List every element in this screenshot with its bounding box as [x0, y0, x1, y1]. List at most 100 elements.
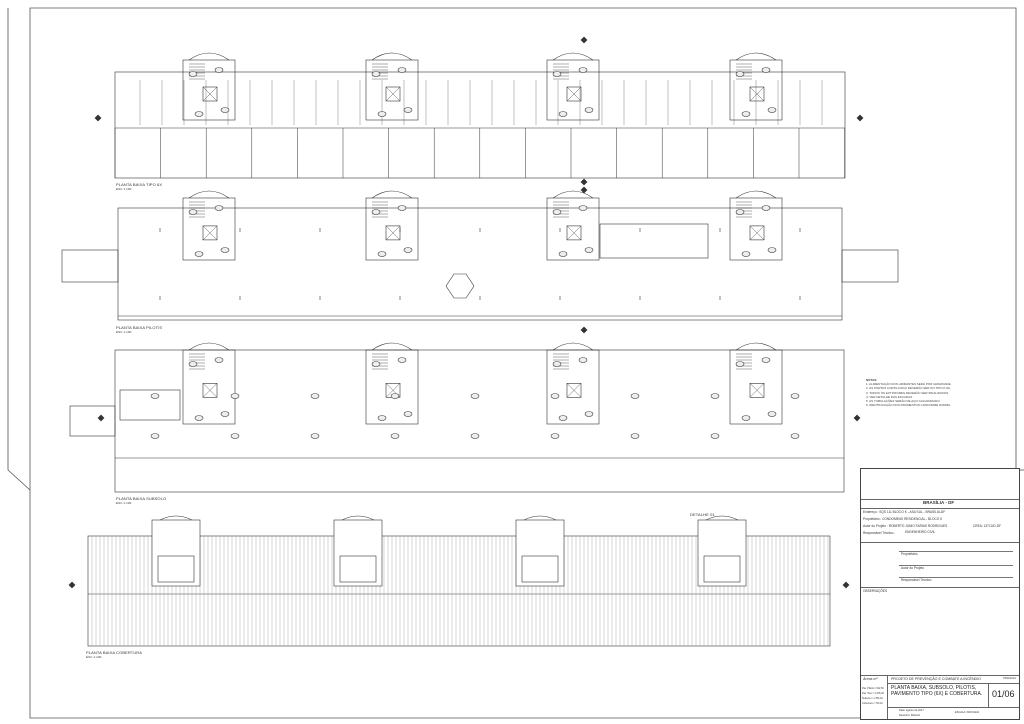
notes-item: 3. TODOS OS EXTINTORES DEVERÃO SER SINAL…	[866, 390, 950, 395]
tb-project-cell: PROJETO DE PREVENÇÃO E COMBATE A INCÊNDI…	[887, 675, 1019, 684]
extinguisher-symbol	[558, 415, 568, 421]
notes-item: 6. IDENTIFICAÇÃO DOS PAVIMENTOS CONFORME…	[866, 403, 952, 408]
sprinkler-symbol	[150, 393, 160, 399]
stair-core	[729, 197, 783, 261]
detalhe-label: DETALHE 01	[690, 512, 715, 517]
water-tank	[339, 555, 377, 583]
stair-curve	[159, 515, 193, 521]
tb-content-cell: PLANTA BAIXA, SUBSOLO, PILOTIS, PAVIMENT…	[887, 683, 989, 708]
stair-curve	[188, 52, 230, 61]
elevator-shaft	[566, 225, 582, 241]
extinguisher-symbol	[761, 205, 771, 211]
tb-area-row: Pav. Tipo = 4.315,40	[862, 692, 884, 695]
sprinkler-symbol	[230, 433, 240, 439]
stair-core	[365, 59, 419, 121]
tb-city-row: BRASÍLIA - DF	[861, 499, 1019, 509]
extinguisher-symbol	[220, 411, 230, 417]
extinguisher-symbol	[403, 247, 413, 253]
tb-content: PLANTA BAIXA, SUBSOLO, PILOTIS, PAVIMENT…	[891, 685, 983, 698]
plan-sublabel-tipo: ESC 1:100	[116, 187, 132, 191]
sprinkler-symbol	[790, 393, 800, 399]
roof-outline	[87, 535, 831, 647]
elevator-x	[385, 86, 401, 102]
sprinkler-symbol	[790, 433, 800, 439]
plan-subsolo	[69, 342, 861, 493]
extinguisher-symbol	[194, 251, 204, 257]
elevator-x	[385, 225, 401, 241]
extinguisher-symbol	[741, 111, 751, 117]
extinguisher-symbol	[397, 67, 407, 73]
tb-autor: Autor do Projeto : ROBERTO JUNIO FARIAS …	[863, 524, 948, 528]
access-ramp	[61, 249, 119, 283]
notes-item: 4. VER DETALHE DAS ESCADAS.	[866, 394, 913, 399]
extinguisher-symbol	[552, 209, 562, 215]
plan-pilotis	[61, 178, 899, 334]
extinguisher-symbol	[767, 107, 777, 113]
extinguisher-symbol	[397, 357, 407, 363]
extinguisher-symbol	[214, 67, 224, 73]
stair-core	[182, 349, 236, 425]
tb-sign-area: Proprietário Autor do Projeto Responsáve…	[861, 542, 1019, 588]
elevator-x	[749, 225, 765, 241]
plan-tipo	[94, 36, 864, 194]
extinguisher-symbol	[558, 251, 568, 257]
stair-core	[729, 349, 783, 425]
plan-cobertura	[68, 515, 850, 647]
extinguisher-symbol	[584, 247, 594, 253]
extinguisher-symbol	[214, 357, 224, 363]
elevator-x	[202, 86, 218, 102]
sprinkler-symbol	[390, 393, 400, 399]
extinguisher-symbol	[741, 251, 751, 257]
plan-sublabel-cobertura: ESC 1:100	[86, 655, 102, 659]
notes-title: NOTAS:	[866, 378, 878, 382]
notes-block: NOTAS: 1. ALIMENTAÇÃO DOS HIDRANTES SERÁ…	[866, 378, 1016, 407]
stair-curve	[552, 342, 594, 351]
extinguisher-symbol	[578, 67, 588, 73]
section-marker-icon	[68, 581, 76, 589]
tb-crea: CREA: 13712/D-DF	[973, 524, 1001, 528]
title-block: BRASÍLIA - DF Endereço : SQS 111 BLOCO K…	[860, 468, 1020, 720]
extinguisher-symbol	[188, 71, 198, 77]
stair-curve	[552, 190, 594, 199]
notes-item: 2. AS PORTAS CORTA-FOGO DEVERÃO SER DO T…	[866, 386, 951, 391]
tb-field3: Responsável Técnico	[901, 578, 932, 582]
tb-sheet: 01/06	[992, 689, 1015, 699]
stair-curve	[705, 515, 739, 521]
extinguisher-symbol	[584, 107, 594, 113]
extinguisher-symbol	[377, 251, 387, 257]
elevator-shaft	[749, 86, 765, 102]
extinguisher-symbol	[552, 361, 562, 367]
tb-area-cell: Áreas m² Pav. Pilotis = 642,50 Pav. Tipo…	[861, 675, 888, 719]
extinguisher-symbol	[371, 71, 381, 77]
extinguisher-symbol	[371, 361, 381, 367]
sprinkler-symbol	[310, 433, 320, 439]
access-ramp	[841, 249, 899, 283]
tb-city: BRASÍLIA - DF	[923, 500, 955, 505]
elevator-x	[566, 383, 582, 398]
extinguisher-symbol	[735, 209, 745, 215]
extinguisher-symbol	[767, 411, 777, 417]
building-outline	[114, 349, 845, 493]
extinguisher-symbol	[403, 411, 413, 417]
elevator-shaft	[385, 225, 401, 241]
tb-area: Áreas m²	[863, 677, 878, 681]
extinguisher-symbol	[741, 415, 751, 421]
stair-core	[182, 59, 236, 121]
tb-info-rows: Endereço : SQS 111 BLOCO K - ASA SUL - B…	[861, 508, 1019, 543]
elevator-shaft	[385, 86, 401, 102]
plan-label-pilotis: PLANTA BAIXA PILOTIS	[116, 325, 163, 330]
extinguisher-symbol	[188, 209, 198, 215]
extinguisher-symbol	[761, 357, 771, 363]
elevator-shaft	[749, 225, 765, 241]
elevator-x	[385, 383, 401, 398]
extinguisher-symbol	[578, 205, 588, 211]
tb-proprietario: Proprietário : CONDOMÍNIO RESIDENCIAL - …	[863, 517, 943, 521]
extinguisher-symbol	[735, 71, 745, 77]
elevator-shaft	[202, 225, 218, 241]
tb-obs-area: OBSERVAÇÕES	[861, 587, 1019, 676]
water-tank	[157, 555, 195, 583]
elevator-shaft	[202, 86, 218, 102]
sprinkler-symbol	[630, 433, 640, 439]
storage-room	[119, 389, 181, 421]
elevator-shaft	[202, 382, 218, 398]
